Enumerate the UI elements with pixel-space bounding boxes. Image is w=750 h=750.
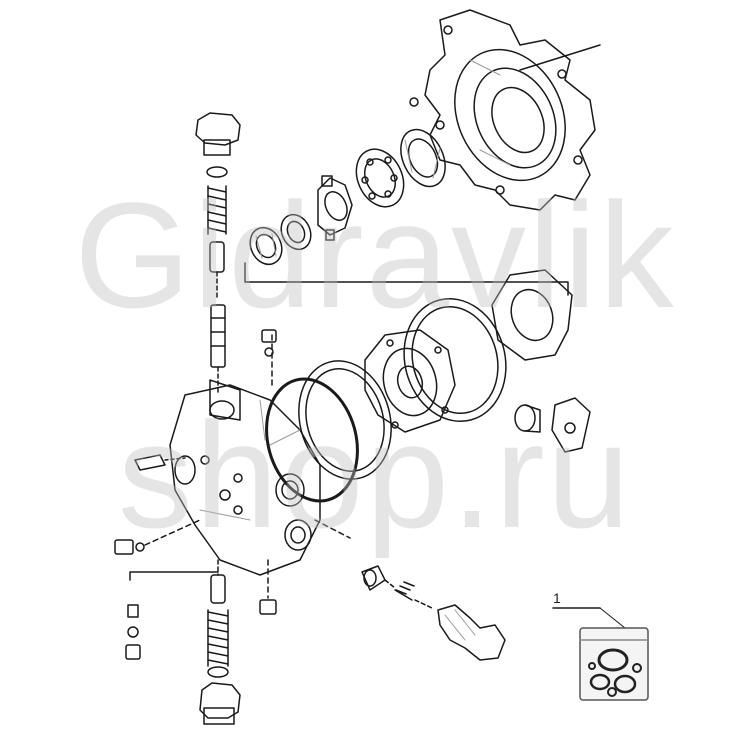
check-ball-seat <box>361 565 386 591</box>
lower-o-ring <box>207 666 229 678</box>
bottom-plug <box>259 599 277 615</box>
side-plug <box>114 519 201 555</box>
callout-leader <box>599 607 626 629</box>
mounting-clip <box>551 397 591 453</box>
lower-cap <box>199 682 241 725</box>
motor-housing <box>424 9 596 211</box>
small-o-ring <box>409 97 419 107</box>
stator-ring <box>403 297 507 423</box>
seal-kit-bag <box>579 627 649 701</box>
relief-spool <box>210 304 226 368</box>
cap-o-ring <box>206 166 228 178</box>
valve-bushing <box>514 404 541 433</box>
check-bracket-line <box>129 571 219 581</box>
needle-bearing <box>249 226 283 266</box>
housing-leader-line <box>519 44 601 71</box>
lower-spring <box>207 609 229 667</box>
ball-bearing <box>355 148 405 208</box>
rotor-plate <box>491 269 573 361</box>
top-plug <box>261 329 277 357</box>
relief-valve-cap <box>195 112 241 156</box>
check-valve-small <box>125 604 141 660</box>
hex-fitting <box>437 604 506 661</box>
check-spring <box>394 581 415 601</box>
gerotor-set <box>364 329 456 433</box>
lower-poppet <box>210 574 226 604</box>
drive-coupling <box>317 175 353 241</box>
assembly-bracket-line <box>244 262 569 296</box>
relief-poppet <box>209 241 225 301</box>
large-o-ring <box>265 377 359 503</box>
valve-block <box>169 379 321 576</box>
shaft-seal <box>400 128 446 188</box>
spacer-ring <box>280 213 312 251</box>
bleed-screw <box>134 454 186 471</box>
callout-label-1: 1 <box>553 590 561 606</box>
relief-spring <box>207 185 227 235</box>
